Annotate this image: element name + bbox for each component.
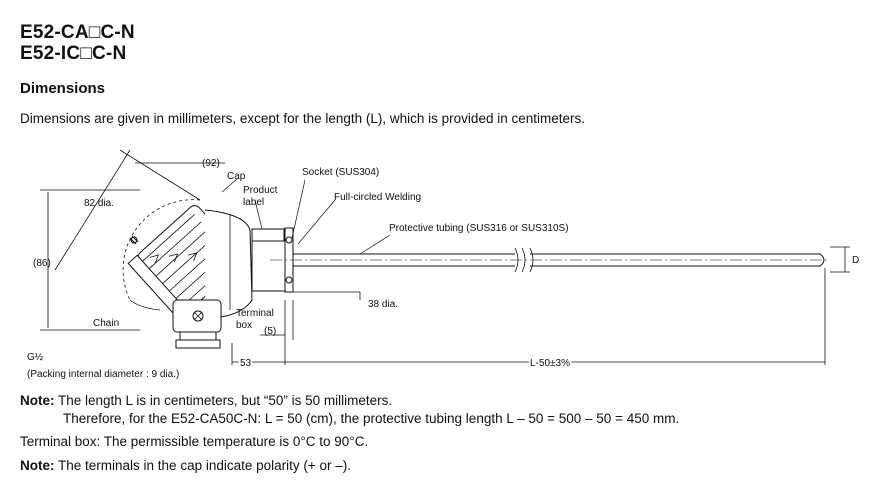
note-2-text: The terminals in the cap indicate polari… <box>58 458 352 473</box>
chain-label: Chain <box>93 318 119 329</box>
intro-text: Dimensions are given in millimeters, exc… <box>20 111 585 126</box>
dim-5-label: (5) <box>264 326 276 337</box>
dim-53-label: 53 <box>240 358 252 369</box>
note-2: Note: The terminals in the cap indicate … <box>20 458 351 473</box>
terminal-box-shape <box>172 299 222 333</box>
welding-label: Full-circled Welding <box>334 192 421 203</box>
terminal-box-label-1: Terminal <box>236 308 274 319</box>
terminal-box-label-2: box <box>236 320 252 331</box>
note-1: Note: The length L is in centimeters, bu… <box>20 393 392 408</box>
socket-label: Socket (SUS304) <box>302 167 379 178</box>
dia-82-label: 82 dia. <box>84 198 114 209</box>
terminal-box-note: Terminal box: The permissible temperatur… <box>20 434 369 449</box>
thread-label: G½ <box>27 352 44 363</box>
note-1-text: The length L is in centimeters, but “50”… <box>58 393 393 408</box>
note-1-line2: Therefore, for the E52-CA50C-N: L = 50 (… <box>63 411 680 426</box>
protective-tubing-label: Protective tubing (SUS316 or SUS310S) <box>389 223 569 234</box>
length-label: L-50±3% <box>530 358 570 369</box>
product-label-text-2: label <box>243 197 264 208</box>
section-title: Dimensions <box>20 80 106 97</box>
note-1-prefix: Note: <box>20 393 55 408</box>
product-label-rect <box>251 228 285 242</box>
model-title-ic: E52-IC□C-N <box>20 43 127 64</box>
dimension-diagram: (92) Cap Product label Socket (SUS304) F… <box>27 149 859 380</box>
d-label: D <box>852 255 859 266</box>
protective-tube <box>293 253 825 267</box>
packing-label: (Packing internal diameter : 9 dia.) <box>27 369 179 380</box>
product-label-text-1: Product <box>243 185 278 196</box>
model-title-ca: E52-CA□C-N <box>20 22 135 43</box>
dim-86-label: (86) <box>33 258 51 269</box>
cap-label: Cap <box>227 171 246 182</box>
note-2-prefix: Note: <box>20 458 55 473</box>
dim-92: (92) <box>202 158 220 169</box>
head-body <box>204 209 253 319</box>
dia-38-label: 38 dia. <box>368 299 398 310</box>
